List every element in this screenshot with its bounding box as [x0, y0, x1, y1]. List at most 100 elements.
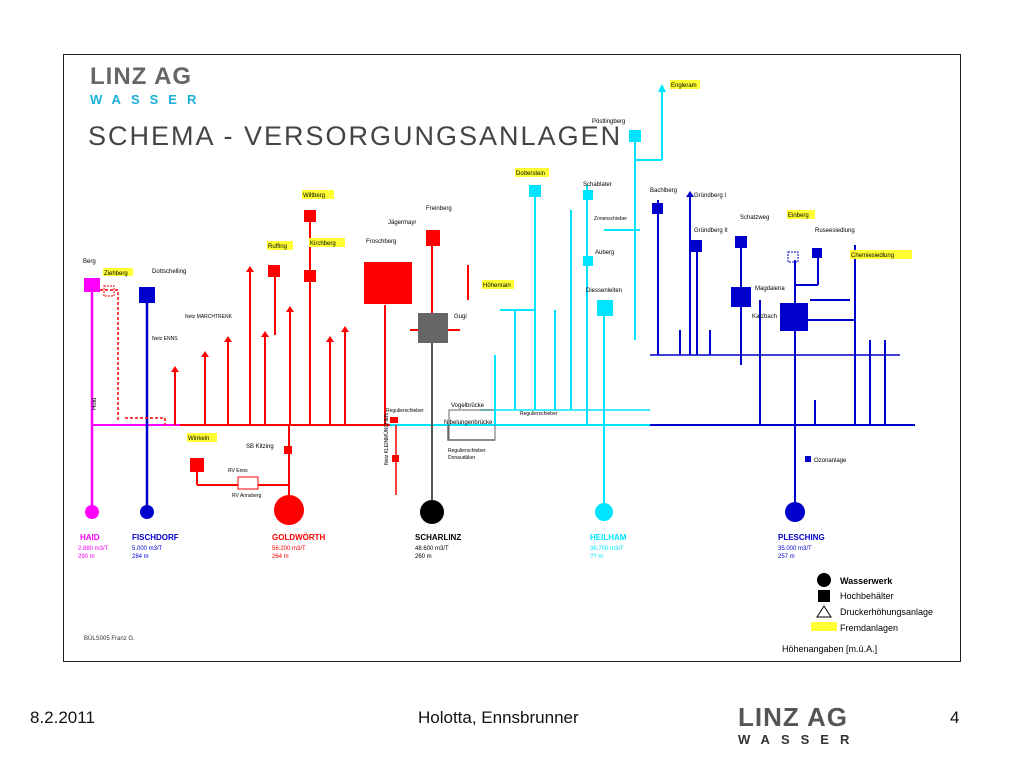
valve-regulierschieber	[390, 417, 398, 423]
label-ruseesiedlung: Ruseesiedlung	[815, 228, 855, 234]
label-dotterstein: Dotterstein	[516, 171, 545, 177]
ww-fischdorf-cap: 5.000 m3/T	[132, 546, 163, 552]
ww-scharlinz-elev: 260 m	[415, 554, 432, 560]
reservoir-gugl	[418, 313, 448, 343]
ww-scharlinz-name: SCHARLINZ	[415, 533, 461, 542]
pipe-donauduker	[447, 425, 495, 441]
waterworks-fischdorf	[140, 505, 154, 519]
waterworks-goldwoerth	[274, 495, 304, 525]
label-chemiesiedlung: Chemiesiedlung	[851, 253, 894, 259]
header-logo-main: LINZ AG	[90, 63, 192, 90]
cyan-branches	[494, 90, 663, 505]
ww-heilham-cap: 36.700 m3/T	[590, 546, 624, 552]
valve-rv	[237, 476, 259, 490]
foreign-kirchberg-bg	[309, 238, 345, 247]
waterworks-haid	[85, 505, 99, 519]
blue-branches	[657, 195, 886, 512]
reservoir-schablater	[583, 190, 593, 200]
label-magdalena: Magdalena	[755, 286, 785, 292]
legend-reservoir: Hochbehälter	[840, 591, 894, 601]
label-netz-kleinmuenchen: Netz KLEINMÜNCHEN	[383, 413, 390, 465]
reservoir-diessenleiten	[597, 300, 613, 316]
reservoir-poestlingberg	[629, 130, 641, 142]
pipe-ziehberg-dashed	[100, 289, 119, 420]
foreign-winkeln-bg	[187, 433, 217, 442]
foreign-dotterstein-bg	[515, 168, 549, 177]
red-pumps	[171, 266, 349, 372]
label-schatzweg: Schatzweg	[740, 215, 769, 221]
label-engleram: Engleram	[671, 83, 697, 89]
reservoir-wiltberg	[304, 210, 316, 222]
ww-goldwoerth-cap: 56.200 m3/T	[272, 546, 306, 552]
label-vogelbrucke: Vogelbrücke	[451, 403, 485, 409]
reservoir-gruendberg1	[686, 191, 694, 197]
reservoir-gruendberg2	[690, 240, 702, 252]
reservoir-kirchberg	[304, 270, 316, 282]
label-regulierschieber-cyan: Regulierschieber	[520, 411, 558, 417]
reservoir-einberg	[787, 251, 799, 263]
label-ozonanlage: Ozonanlage	[814, 458, 847, 464]
label-schablater: Schablater	[583, 182, 612, 188]
label-einberg: Einberg	[788, 213, 809, 219]
reservoir-berg	[84, 278, 100, 292]
label-netz-marchtrenk: Netz MARCHTRENK	[185, 314, 233, 320]
foreign-wiltberg-bg	[302, 190, 334, 199]
ww-haid-name: HAID	[80, 533, 100, 542]
label-donauduker: Donaudüker	[448, 455, 476, 461]
ww-fischdorf-elev: 284 m	[132, 554, 149, 560]
footer-logo-sub: WASSER	[738, 732, 860, 747]
legend-foreign-icon	[811, 622, 837, 631]
ww-scharlinz-cap: 48.600 m3/T	[415, 546, 449, 552]
label-bachlberg: Bachlberg	[650, 188, 677, 194]
ww-plesching-name: PLESCHING	[778, 533, 825, 542]
reservoir-winkeln	[190, 458, 204, 472]
reservoir-katzbach	[780, 303, 808, 331]
header-logo: LINZ AG WASSER	[90, 63, 196, 107]
slide-frame	[63, 54, 961, 662]
label-diessenleiten: Diessenleiten	[586, 288, 622, 294]
reservoir-dottschelling	[139, 287, 155, 303]
reservoir-ruffing	[268, 265, 280, 277]
cyan-reservoirs	[529, 84, 666, 316]
label-froschberg: Froschberg	[366, 239, 396, 245]
reservoir-freinberg	[426, 230, 440, 246]
reservoir-ziehberg	[103, 285, 115, 297]
legend-pump-icon	[816, 605, 832, 618]
label-katzbach: Katzbach	[752, 314, 777, 320]
foreign-ziehberg-bg	[103, 268, 133, 276]
ww-haid-elev: 290 m	[78, 554, 95, 560]
label-jaegermayr: Jägermayr	[388, 220, 416, 226]
label-berg: Berg	[83, 259, 96, 265]
label-gruendberg1: Gründberg I	[694, 193, 726, 199]
ww-goldwoerth-name: GOLDWÖRTH	[272, 533, 326, 542]
label-wiltberg: Wiltberg	[303, 193, 325, 199]
pipe-red-dashed	[125, 417, 166, 425]
footer-logo-main: LINZ AG	[738, 702, 848, 732]
reservoir-bachlberg	[652, 203, 663, 214]
foreign-chemiesiedlung-bg	[850, 250, 912, 259]
footer-logo: LINZ AG WASSER	[738, 702, 860, 747]
label-sbkitzing: SB Kitzing	[246, 444, 274, 450]
label-netz-enns: Netz ENNS	[152, 336, 178, 342]
legend-heights: Höhenangaben [m.ü.A.]	[782, 644, 877, 654]
label-ruffing: Ruffing	[268, 244, 287, 250]
legend-waterworks-icon	[817, 573, 831, 587]
footer-author: Holotta, Ennsbrunner	[418, 708, 579, 727]
legend-pumpstation: Druckerhöhungsanlage	[840, 607, 933, 617]
waterworks-plesching	[785, 502, 805, 522]
foreign-einberg-bg	[787, 210, 815, 219]
label-poestlingberg: Pöstlingberg	[592, 119, 625, 125]
legend-waterworks: Wasserwerk	[840, 576, 893, 586]
blue-reservoirs	[652, 191, 822, 331]
label-regulierschieber: Regulierschieber	[386, 408, 424, 414]
label-gruendberg2: Gründberg II	[694, 228, 728, 234]
ww-fischdorf-name: FISCHDORF	[132, 533, 179, 542]
label-auberg: Auberg	[595, 250, 614, 256]
label-gugl: Gugl	[454, 314, 467, 320]
legend: Wasserwerk Hochbehälter Druckerhöhungsan…	[782, 573, 933, 654]
foreign-engleram-bg	[670, 80, 700, 89]
red-reservoirs	[190, 210, 440, 472]
red-branches	[174, 215, 469, 505]
label-hoehenrain: Höhenrain	[483, 283, 511, 289]
